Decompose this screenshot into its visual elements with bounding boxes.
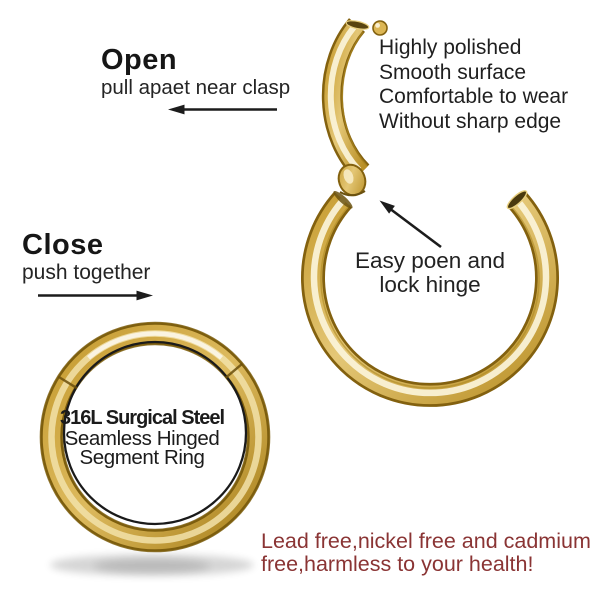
health-note: Lead free,nickel free and cadmium free,h… (261, 530, 591, 576)
feature-line: Comfortable to wear (379, 85, 569, 108)
hinge-line: Easy poen and (354, 248, 506, 273)
open-title: Open (101, 44, 178, 76)
closed-ring-illustration (39, 321, 271, 576)
open-ring-hinge-seam (333, 190, 353, 209)
open-subtitle: pull apaet near clasp (101, 76, 291, 99)
closed-ring-shadow (50, 554, 254, 576)
close-subtitle: push together (22, 261, 151, 284)
close-callout: Close push together (22, 229, 150, 284)
arrow-right-icon (38, 290, 153, 301)
closed-ring-inner-shadow-line (62, 340, 248, 526)
feature-line: Highly polished (379, 36, 522, 59)
open-ring-illustration (301, 18, 559, 407)
annotation-arrows (38, 104, 442, 301)
ring-label-callout: 316L Surgical Steel Seamless Hinged Segm… (35, 407, 249, 469)
closed-ring-hinge-seam-right (224, 362, 244, 379)
segment-clasp-end (345, 20, 388, 36)
features-callout: Highly polished Smooth surface Comfortab… (379, 36, 568, 134)
feature-line: Smooth surface (379, 60, 527, 84)
closed-ring-hinge-seam-left (57, 375, 78, 390)
open-segment-bar (321, 18, 370, 180)
open-ring-body (301, 191, 559, 407)
ring-label-material: 316L Surgical Steel (59, 407, 225, 429)
hinge-barrel (337, 163, 367, 197)
arrow-up-left-icon (379, 200, 442, 249)
arrow-left-icon (168, 104, 277, 115)
ring-label-line: Seamless Hinged (64, 427, 220, 450)
health-note-line: free,harmless to your health! (261, 552, 534, 576)
health-note-line: Lead free,nickel free and cadmium (261, 529, 591, 553)
feature-line: Without sharp edge (379, 109, 562, 133)
open-ring-end-cap (506, 190, 528, 210)
hinge-callout: Easy poen and lock hinge (340, 249, 520, 296)
closed-ring-band (39, 321, 271, 553)
close-title: Close (22, 229, 104, 261)
ring-label-line: Segment Ring (79, 446, 205, 469)
hinge-line: lock hinge (379, 271, 481, 297)
open-callout: Open pull apaet near clasp (101, 44, 290, 99)
